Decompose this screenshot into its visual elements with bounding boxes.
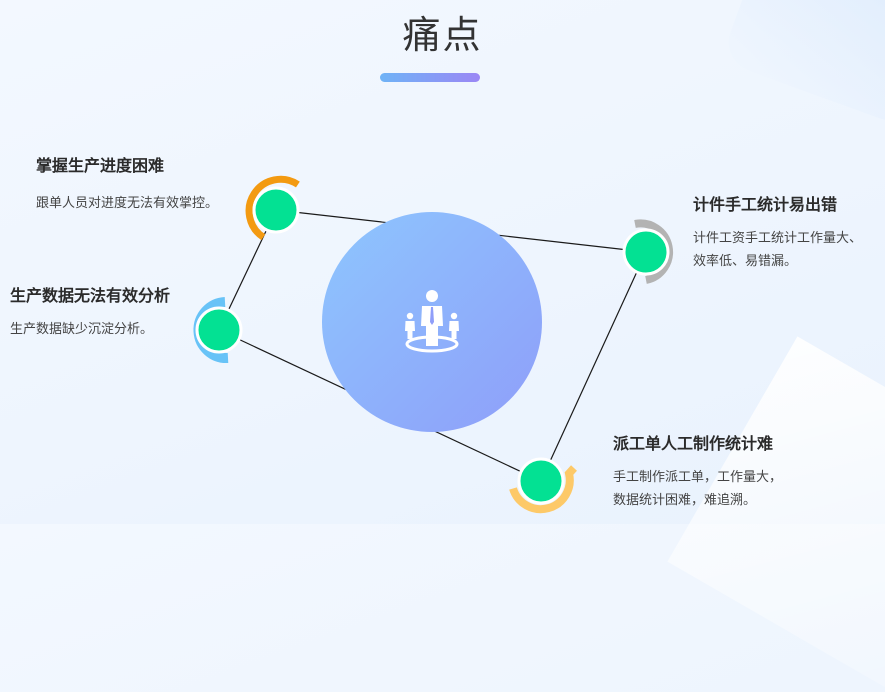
- data-node: [195, 306, 243, 354]
- dispatch-node: [517, 457, 565, 505]
- progress-node: [252, 186, 300, 234]
- pain-point-description: 生产数据缺少沉淀分析。: [10, 322, 154, 337]
- pain-point-piecework: 计件手工统计易出错 计件工资手工统计工作量大、 效率低、易错漏。: [693, 191, 862, 273]
- pain-point-description: 跟单人员对进度无法有效掌控。: [36, 196, 219, 211]
- pain-point-title: 生产数据无法有效分析: [10, 286, 171, 305]
- pain-point-description: 手工制作派工单，工作量大， 数据统计困难，难追溯。: [613, 470, 783, 508]
- pain-point-dispatch: 派工单人工制作统计难 手工制作派工单，工作量大， 数据统计困难，难追溯。: [613, 430, 782, 512]
- pain-point-data: 生产数据无法有效分析 生产数据缺少沉淀分析。: [10, 282, 170, 341]
- progress-arc: [245, 175, 300, 241]
- pain-points-diagram: [193, 175, 674, 514]
- pain-point-title: 掌握生产进度困难: [36, 156, 165, 175]
- people-leader-icon: [405, 290, 459, 353]
- pain-point-title: 派工单人工制作统计难: [613, 434, 774, 453]
- piecework-node: [622, 228, 670, 276]
- pain-point-description: 计件工资手工统计工作量大、 效率低、易错漏。: [693, 231, 863, 269]
- page-title: 痛点: [402, 13, 483, 57]
- pain-point-title: 计件手工统计易出错: [693, 195, 838, 214]
- title-underline: [380, 73, 480, 82]
- dispatch-arc: [509, 465, 577, 514]
- connector-line: [540, 251, 647, 482]
- pain-point-progress: 掌握生产进度困难 跟单人员对进度无法有效掌控。: [36, 152, 218, 215]
